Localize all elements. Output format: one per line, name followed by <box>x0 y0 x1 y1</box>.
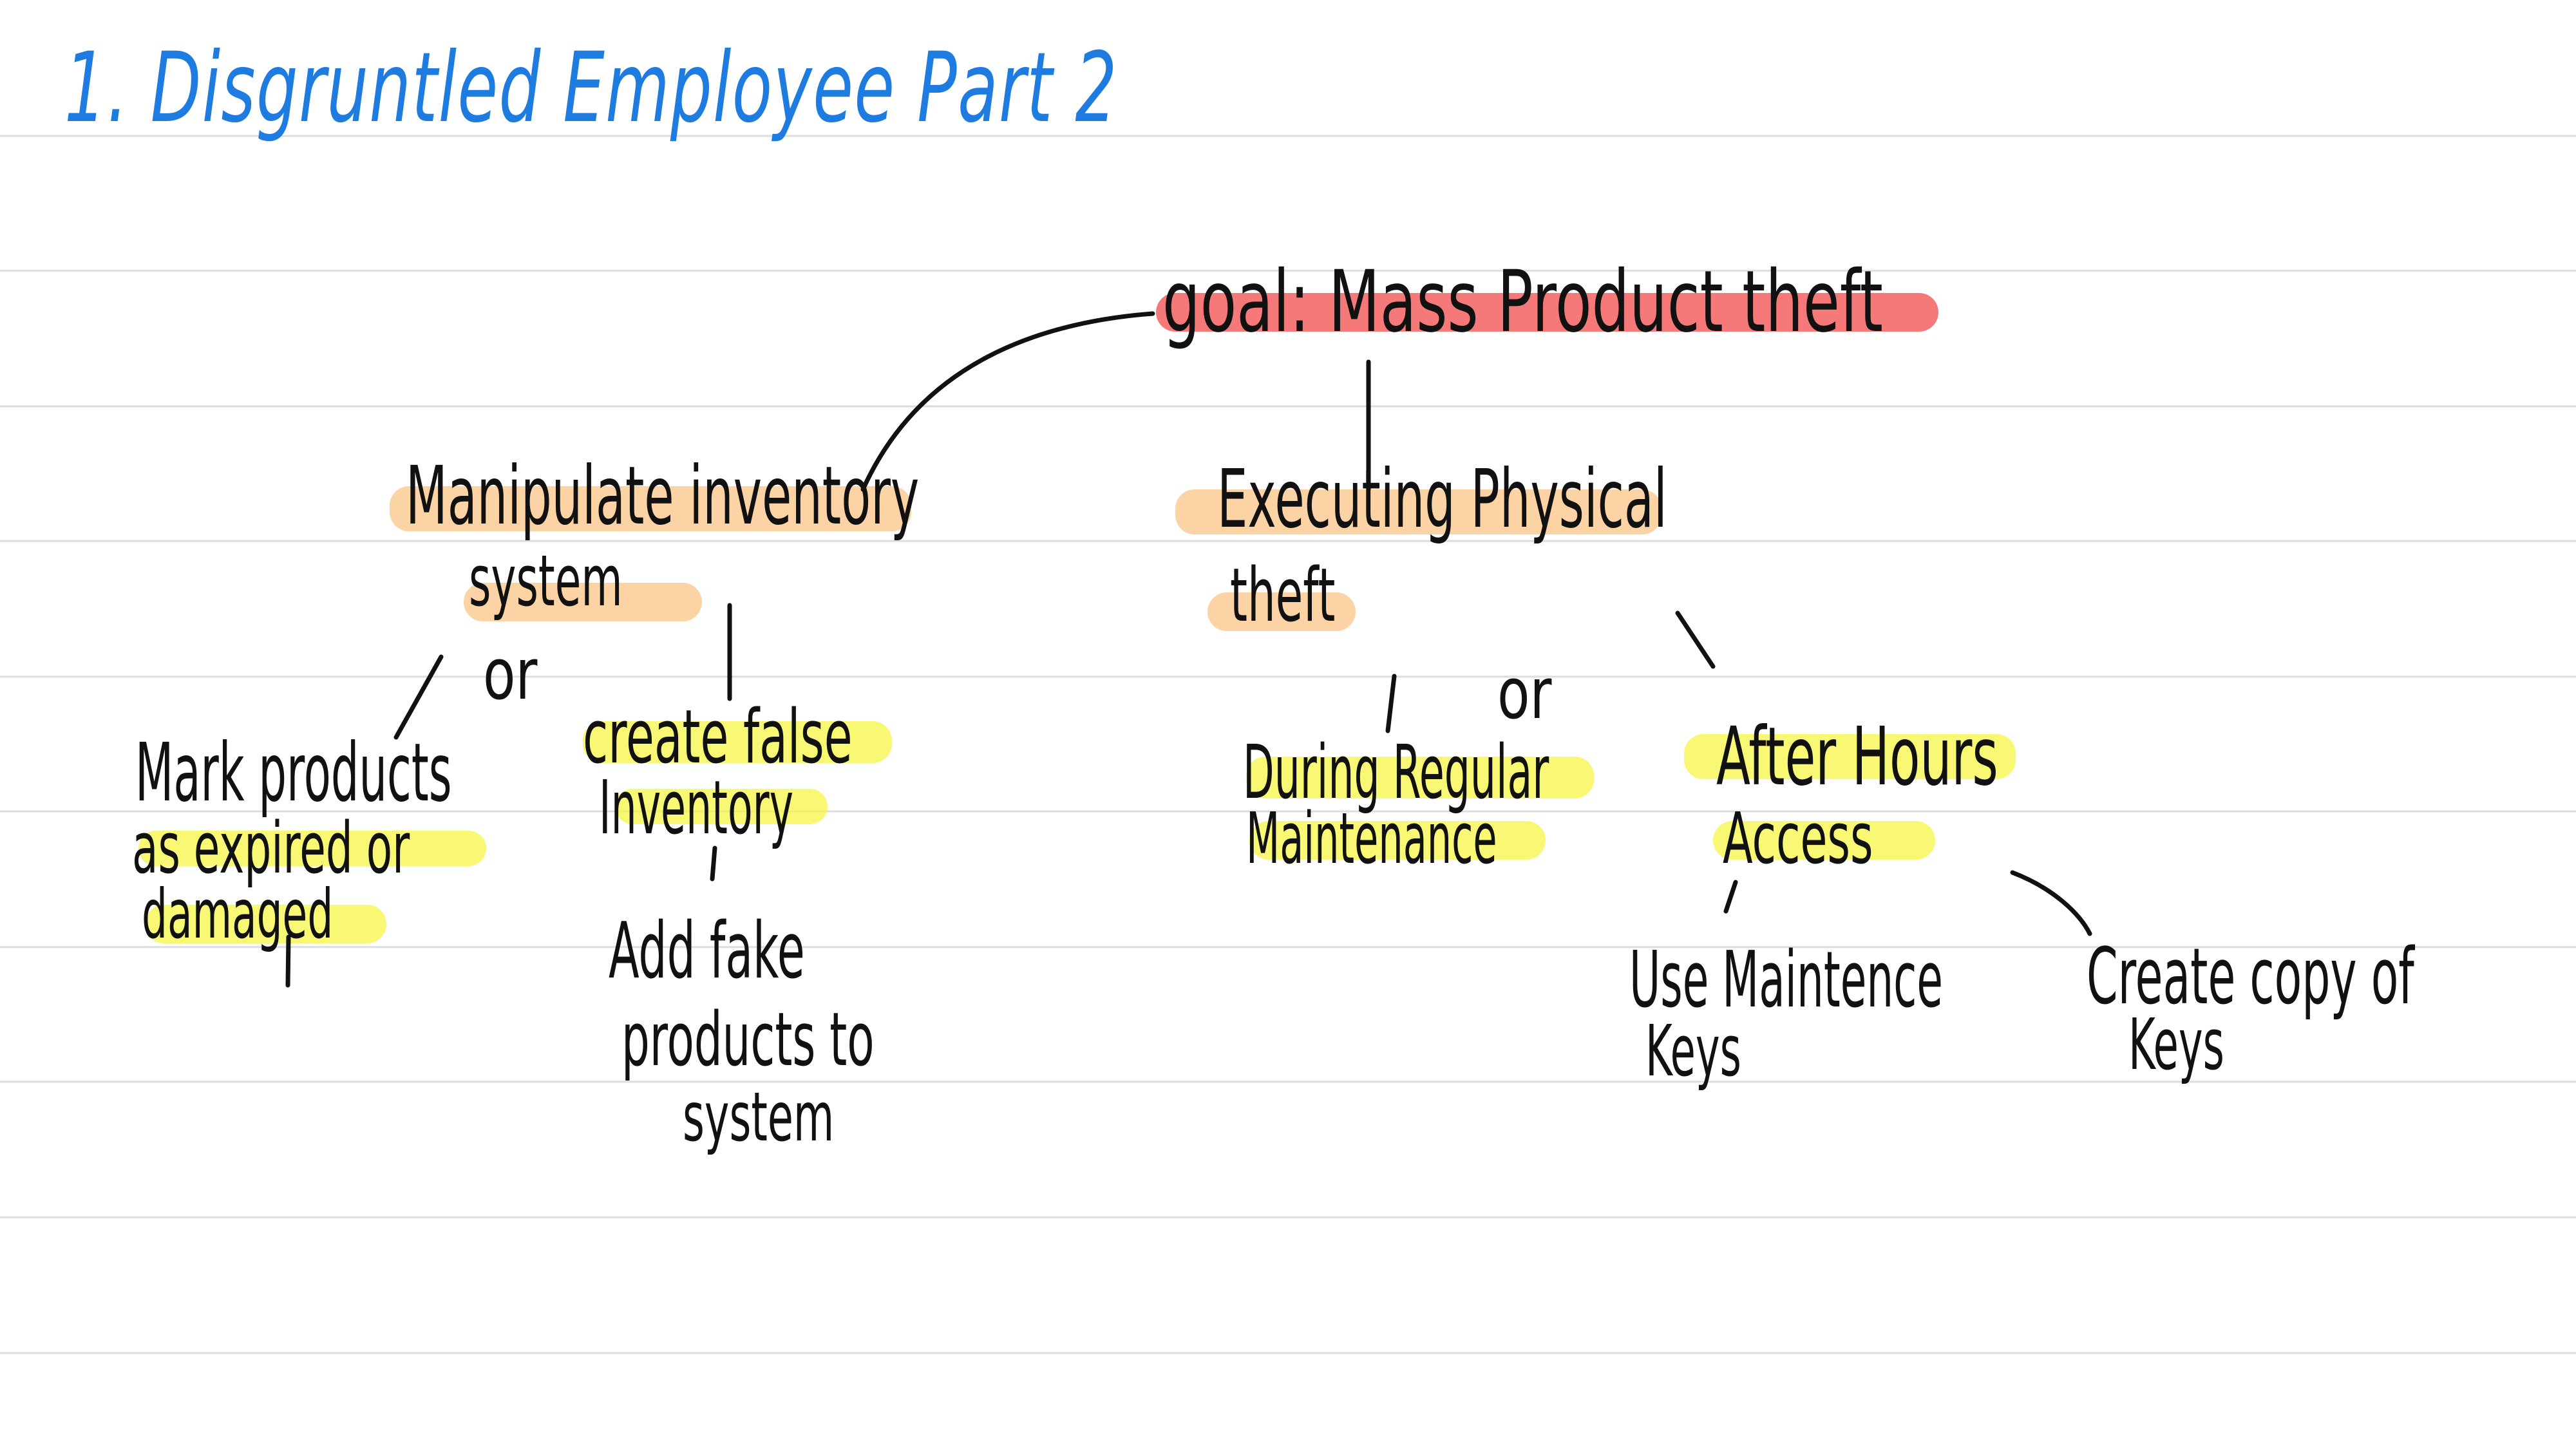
use-keys-line2: Keys <box>1645 1010 1741 1092</box>
during-maintenance-line2: Maintenance <box>1246 797 1497 880</box>
during-highlight <box>1246 757 1594 798</box>
mark-products-line2: as expired or <box>132 807 410 889</box>
goal-highlight <box>1156 293 1938 332</box>
after-to-copy-keys-line <box>2010 870 2092 936</box>
use-keys-line1: Use Maintence <box>1629 936 1944 1025</box>
false-inventory-line2: Inventory <box>599 765 794 851</box>
access-highlight <box>1713 821 1935 860</box>
after-to-use-keys-line <box>1723 880 1738 914</box>
during-maintenance-line1: During Regular <box>1243 730 1549 816</box>
maintenance-highlight <box>1249 821 1546 860</box>
executing-to-after-line <box>1675 610 1716 669</box>
mark-products-highlight <box>138 831 486 866</box>
executing-physical-label: Executing Physical <box>1217 453 1667 546</box>
system-highlight <box>464 583 702 621</box>
after-hours-line1: After Hours <box>1716 710 1998 804</box>
mark-products-line3: damaged <box>142 875 334 954</box>
mark-tail-line <box>285 934 291 988</box>
manipulate-system-label: system <box>469 540 623 622</box>
right-or-label: or <box>1497 652 1552 735</box>
executing-to-during-line <box>1385 674 1397 733</box>
manipulate-inventory-label: Manipulate inventory <box>406 449 920 543</box>
mark-products-line1: Mark products <box>135 726 452 820</box>
copy-keys-line2: Keys <box>2128 1003 2224 1086</box>
executing-highlight <box>1175 489 1662 534</box>
add-fake-line3: system <box>683 1078 835 1157</box>
goal-to-manipulate-line <box>860 311 1155 492</box>
create-false-highlight <box>583 721 892 763</box>
after-hours-highlight <box>1684 734 2016 779</box>
manipulate-to-mark-line <box>393 654 444 740</box>
false-inventory-line1: create false <box>583 694 853 780</box>
add-fake-line2: products to <box>621 997 875 1083</box>
left-or-label: or <box>483 633 538 715</box>
manipulate-highlight <box>390 486 911 531</box>
goal-node: goal: Mass Product theft <box>1162 252 1883 352</box>
after-hours-line2: Access <box>1723 797 1873 880</box>
executing-theft-label: theft <box>1230 552 1336 639</box>
page-title: 1. Disgruntled Employee Part 2 <box>64 32 1118 144</box>
false-to-add-line <box>710 845 717 882</box>
theft-highlight <box>1208 592 1356 631</box>
copy-keys-line1: Create copy of <box>2087 932 2414 1022</box>
add-fake-line1: Add fake <box>609 907 805 996</box>
inventory-highlight <box>615 789 828 824</box>
damaged-highlight <box>145 905 386 943</box>
